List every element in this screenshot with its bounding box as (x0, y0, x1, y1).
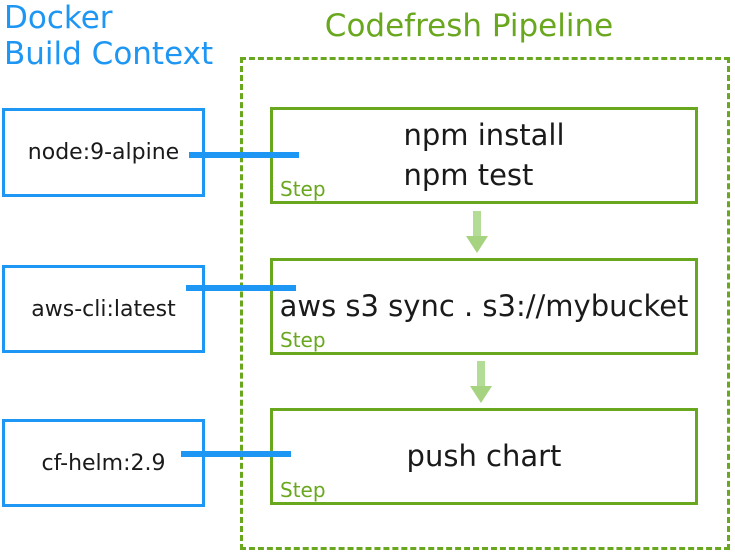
pipeline-dashed-container (240, 57, 730, 550)
docker-image-label: node:9-alpine (27, 140, 180, 165)
docker-image-box-node: node:9-alpine (2, 108, 205, 197)
pipeline-step-box-s3sync: aws s3 sync . s3://mybucket Step (270, 258, 698, 355)
docker-build-context-title: Docker Build Context (4, 0, 214, 73)
docker-image-label: aws-cli:latest (31, 296, 176, 322)
pipeline-step-box-npm: npm install npm test Step (270, 107, 698, 204)
step-label: Step (280, 177, 326, 201)
arrow-down-icon (467, 361, 495, 407)
step-command: aws s3 sync . s3://mybucket (279, 288, 689, 323)
connector-line-node (189, 152, 299, 158)
arrow-down-icon (463, 211, 491, 257)
pipeline-step-box-pushchart: push chart Step (270, 408, 698, 505)
connector-line-awscli (186, 285, 296, 291)
step-label: Step (280, 328, 326, 352)
step-label: Step (280, 478, 326, 502)
step-command: npm install npm test (403, 118, 565, 192)
connector-line-cfhelm (181, 451, 291, 457)
docker-image-label: cf-helm:2.9 (41, 450, 166, 476)
docker-image-box-awscli: aws-cli:latest (2, 265, 205, 353)
docker-image-box-cfhelm: cf-helm:2.9 (2, 419, 205, 507)
codefresh-pipeline-title: Codefresh Pipeline (324, 8, 614, 44)
step-command: push chart (406, 438, 562, 473)
